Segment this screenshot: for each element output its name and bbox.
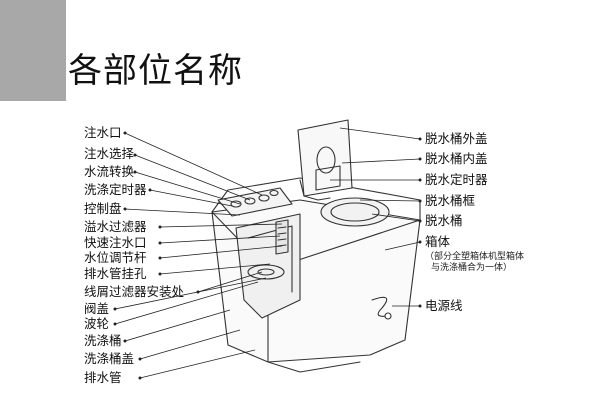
label-wash-timer: 洗涤定时器	[84, 182, 147, 197]
label-overflow-filter: 溢水过滤器	[84, 219, 147, 234]
cabinet-note-line2: 与洗涤桶合为一体）	[431, 263, 513, 273]
cabinet-note-line1: （部分全塑箱体机型箱体	[425, 252, 525, 262]
page-title: 各部位名称	[68, 51, 243, 91]
label-flow-switch: 水流转换	[84, 164, 135, 179]
label-power-cord: 电源线	[425, 298, 463, 313]
label-spin-tub-outer-lid: 脱水桶外盖	[425, 131, 488, 146]
label-fast-inlet: 快速注水口	[84, 235, 147, 250]
label-valve-cover: 阀盖	[84, 301, 110, 316]
label-spin-timer: 脱水定时器	[425, 172, 488, 187]
label-control-panel: 控制盘	[84, 201, 122, 216]
label-water-level-lever: 水位调节杆	[84, 250, 147, 265]
label-spin-tub: 脱水桶	[425, 213, 463, 228]
label-drain-hook-hole: 排水管挂孔	[84, 266, 147, 281]
label-water-inlet: 注水口	[84, 125, 122, 140]
label-cabinet: 箱体	[425, 234, 451, 249]
label-lint-filter-mount: 线屑过滤器安装处	[84, 284, 185, 299]
label-wash-tub: 洗涤桶	[84, 333, 122, 348]
label-water-select: 注水选择	[84, 146, 135, 161]
header-gray-block	[0, 0, 66, 101]
label-spin-tub-frame: 脱水桶框	[425, 193, 476, 208]
label-wash-tub-lid: 洗涤桶盖	[84, 351, 135, 366]
label-pulsator: 波轮	[84, 316, 110, 331]
label-spin-tub-inner-lid: 脱水桶内盖	[425, 151, 488, 166]
label-drain-hose: 排水管	[84, 370, 122, 385]
